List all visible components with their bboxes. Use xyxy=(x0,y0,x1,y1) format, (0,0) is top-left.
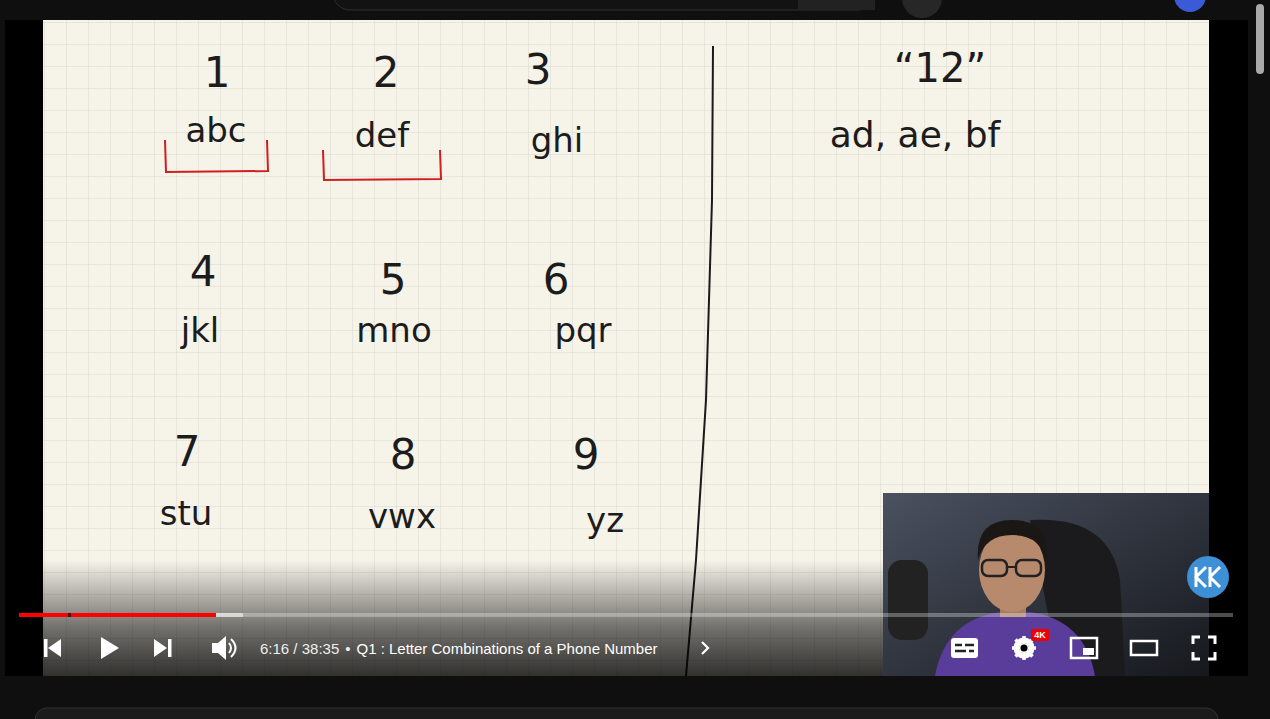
key-letters: stu xyxy=(160,496,213,530)
search-box xyxy=(333,0,875,10)
progress-track xyxy=(19,613,1233,617)
input-string: “12” xyxy=(894,48,986,88)
key-digit: 5 xyxy=(380,259,407,301)
key-digit: 9 xyxy=(573,434,600,476)
time-display: 6:16 / 38:35 xyxy=(260,641,339,656)
key-letters: jkl xyxy=(181,313,220,347)
progress-played xyxy=(19,613,216,617)
key-digit: 8 xyxy=(390,434,417,476)
key-digit: 4 xyxy=(190,251,217,293)
key-letters: pqr xyxy=(554,313,611,347)
key-letters: ghi xyxy=(531,123,584,157)
key-digit: 6 xyxy=(543,259,570,301)
quality-badge: 4K xyxy=(1034,631,1046,640)
separator: • xyxy=(345,641,350,656)
bracket xyxy=(323,150,441,180)
key-digit: 2 xyxy=(373,52,400,94)
webcam-inset xyxy=(883,493,1229,676)
player xyxy=(5,20,1248,676)
key-digit: 1 xyxy=(204,52,231,94)
chapter-gap xyxy=(68,613,71,617)
below-panel xyxy=(35,708,1218,719)
combinations: ad, ae, bf xyxy=(830,117,1000,153)
scrollbar-track xyxy=(1254,0,1270,719)
key-letters: vwx xyxy=(368,499,436,533)
key-digit: 7 xyxy=(174,431,201,473)
key-letters: yz xyxy=(586,503,624,537)
search-button xyxy=(798,0,875,10)
scrollbar-thumb xyxy=(1256,4,1264,74)
player-controls xyxy=(44,629,1215,660)
key-letters: def xyxy=(355,118,409,152)
chapter-title: Q1 : Letter Combinations of a Phone Numb… xyxy=(357,641,658,656)
key-letters: mno xyxy=(356,313,431,347)
key-digit: 3 xyxy=(525,49,552,91)
progress-buffer xyxy=(19,613,243,617)
avatar xyxy=(1174,0,1206,12)
mic-button xyxy=(902,0,942,18)
key-letters: abc xyxy=(185,113,246,147)
